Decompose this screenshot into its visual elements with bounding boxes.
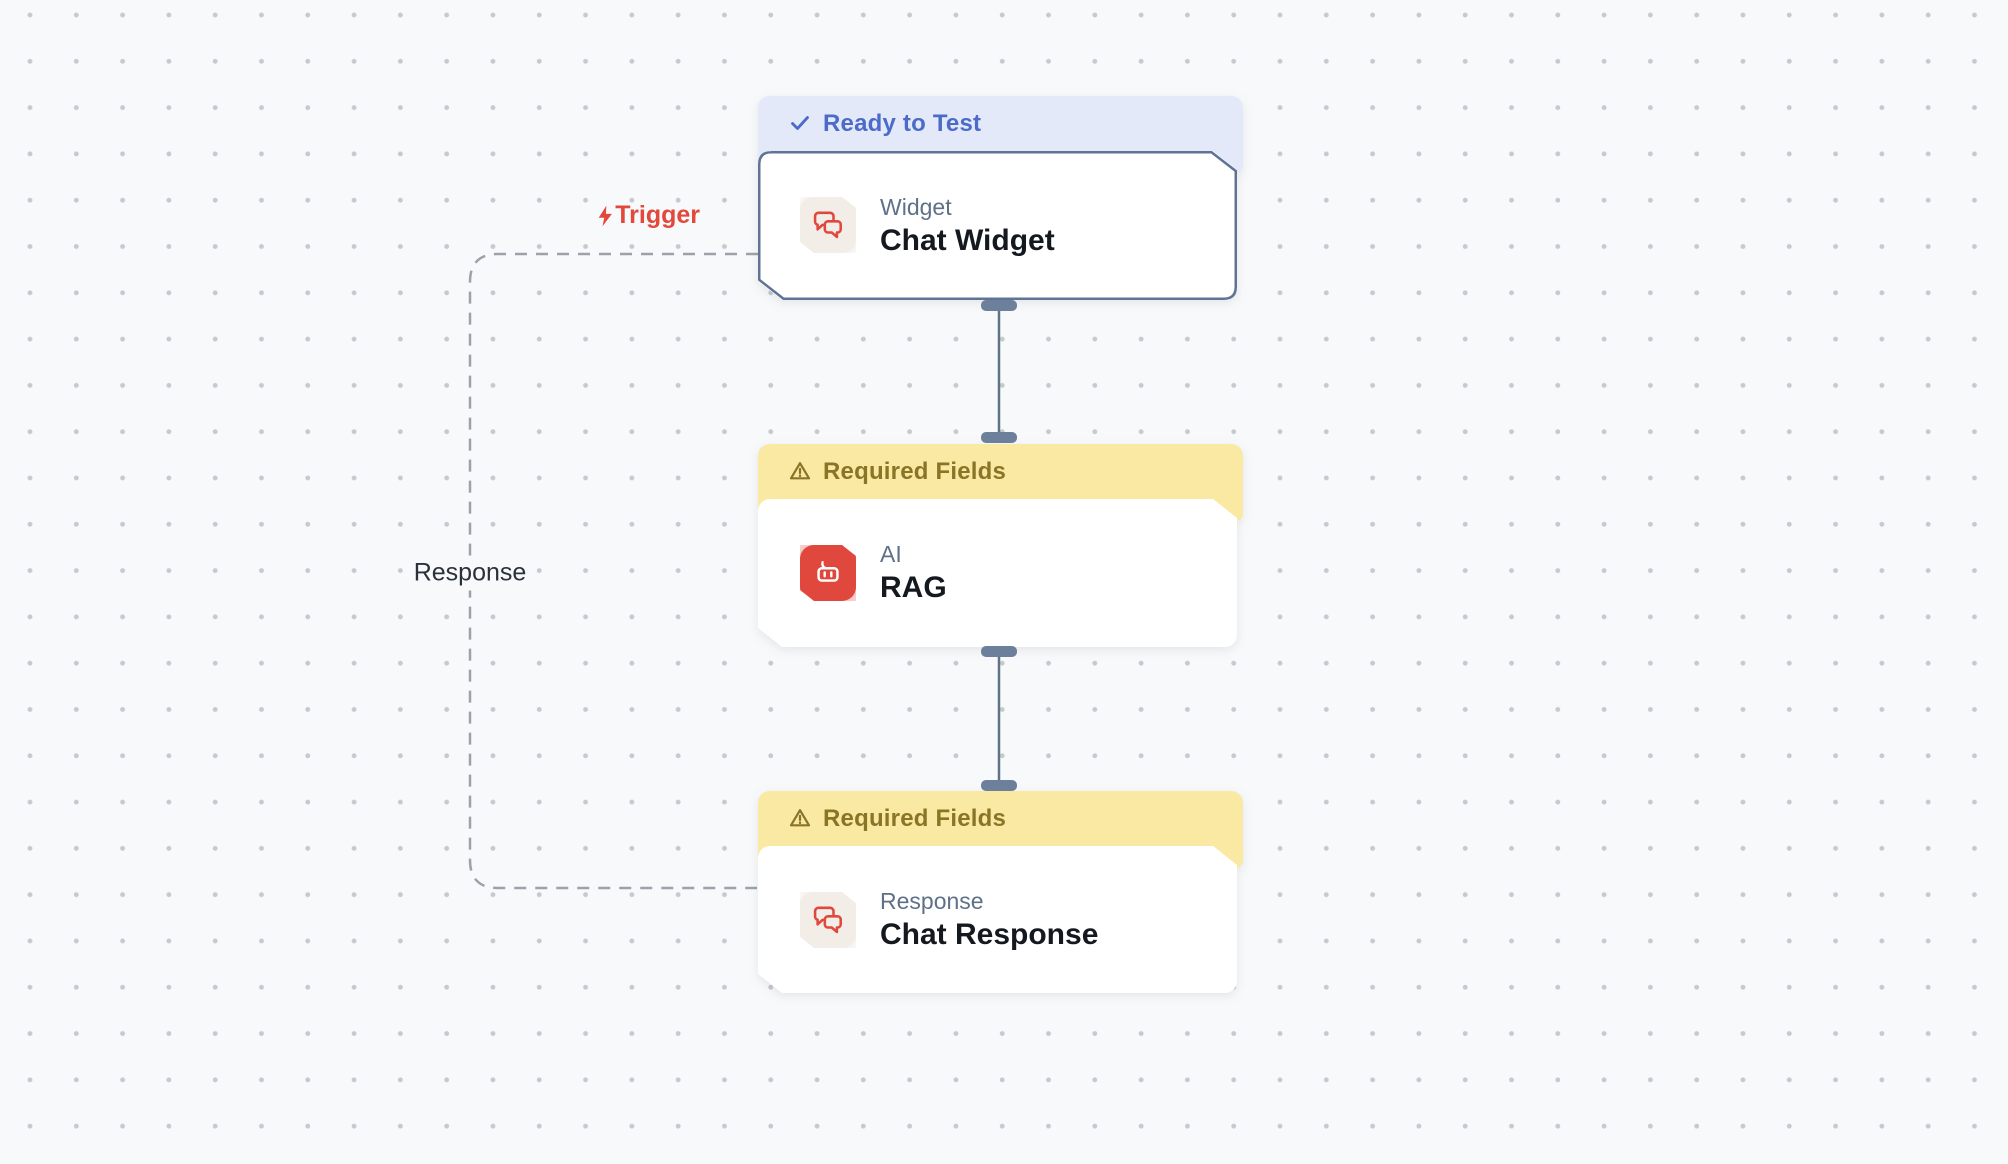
check-icon [791, 116, 809, 130]
edge-label-response[interactable]: Response [403, 555, 537, 591]
node-type-label: Response [880, 887, 984, 914]
node-title: Chat Response [880, 917, 1099, 951]
trigger-badge: Trigger [556, 201, 700, 230]
selected-outline [758, 151, 1237, 300]
connection-handle[interactable] [981, 432, 1017, 443]
status-label: Required Fields [823, 458, 1007, 485]
connection-handle[interactable] [981, 780, 1017, 791]
node-card[interactable]: AI RAG [758, 499, 1237, 647]
node-chat-response[interactable]: Required Fields Response Chat Response [758, 791, 1243, 993]
connection-handle[interactable] [981, 646, 1017, 657]
status-label: Ready to Test [823, 110, 982, 137]
robot-icon [800, 545, 856, 601]
chat-bubbles-icon [800, 892, 856, 948]
node-title: Chat Widget [880, 223, 1055, 257]
connection-handle[interactable] [981, 300, 1017, 311]
node-chat-widget[interactable]: Ready to Test Widget Chat Widget [758, 96, 1243, 300]
warning-icon [789, 809, 811, 827]
node-type-label: Widget [880, 193, 952, 220]
node-card[interactable]: Widget Chat Widget [758, 151, 1237, 300]
node-card[interactable]: Response Chat Response [758, 846, 1237, 993]
node-type-label: AI [880, 541, 902, 567]
status-label: Required Fields [823, 805, 1007, 832]
trigger-badge-label: Trigger [615, 201, 700, 229]
node-title: RAG [880, 571, 947, 604]
chat-bubbles-icon [800, 197, 856, 253]
node-rag[interactable]: Required Fields AI RAG [758, 444, 1243, 647]
lightning-bolt-icon [598, 205, 613, 226]
warning-icon [789, 462, 811, 480]
